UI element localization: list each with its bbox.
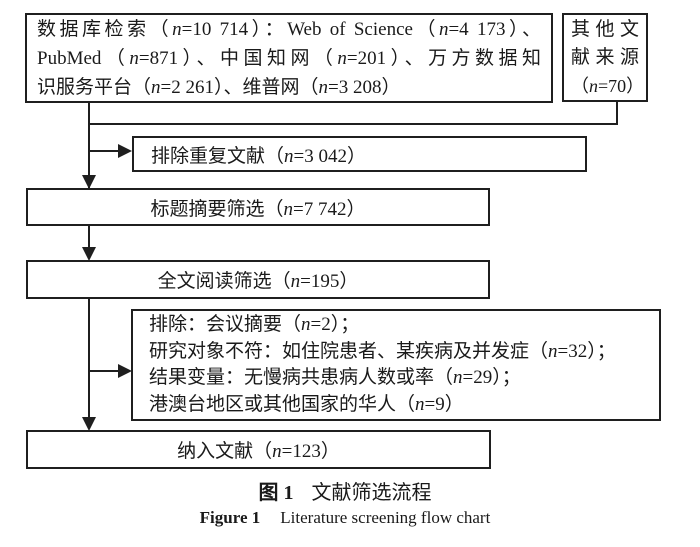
connector-main-vertical-1 xyxy=(88,101,90,188)
database-search-line3: 识服务平台（n=2 261）、维普网（n=3 208） xyxy=(37,76,401,98)
connector-merge-horizontal xyxy=(88,123,618,125)
figure-caption-en: Figure 1 Literature screening flow chart xyxy=(0,508,690,528)
connector-other-sources-drop xyxy=(616,101,618,125)
fulltext-screening-label: 全文阅读筛选（n=195） xyxy=(157,271,359,292)
connector-branch-exclusion xyxy=(89,370,120,372)
arrow-into-included xyxy=(82,417,96,431)
other-sources-line3: （n=70） xyxy=(571,75,645,96)
figure-title-en: Literature screening flow chart xyxy=(280,508,491,527)
duplicates-removed-label: 排除重复文献（n=3 042） xyxy=(151,145,366,167)
figure-number-en: Figure 1 xyxy=(199,508,261,527)
flow-box-included-studies: 纳入文献（n=123） xyxy=(26,430,491,469)
arrow-into-exclusion xyxy=(118,364,132,378)
arrow-into-dedup xyxy=(118,144,132,158)
other-sources-line1: 其他文 xyxy=(571,18,639,40)
title-abstract-label: 标题摘要筛选（n=7 742） xyxy=(150,198,366,220)
flow-box-fulltext-exclusions: 排除：会议摘要（n=2）； 研究对象不符：如住院患者、某疾病及并发症（n=32）… xyxy=(131,309,661,421)
exclusion-line1: 排除：会议摘要（n=2）； xyxy=(149,314,360,335)
figure-number-zh: 图 1 xyxy=(258,482,294,504)
connector-branch-dedup xyxy=(89,150,120,152)
database-search-line1: 数据库检索（n=10 714）：Web of Science（n=4 173）、 xyxy=(37,18,541,40)
flow-box-title-abstract-screening: 标题摘要筛选（n=7 742） xyxy=(26,188,490,226)
flow-box-fulltext-screening: 全文阅读筛选（n=195） xyxy=(26,260,490,299)
flow-box-duplicates-removed: 排除重复文献（n=3 042） xyxy=(132,136,587,172)
arrow-into-title-abstract xyxy=(82,175,96,189)
exclusion-line4: 港澳台地区或其他国家的华人（n=9） xyxy=(149,393,464,415)
exclusion-line3: 结果变量：无慢病共患病人数或率（n=29）； xyxy=(149,367,521,388)
figure-caption-zh: 图 1 文献筛选流程 xyxy=(0,476,690,505)
flow-box-database-search: 数据库检索（n=10 714）：Web of Science（n=4 173）、… xyxy=(25,13,553,103)
exclusion-line2: 研究对象不符：如住院患者、某疾病及并发症（n=32）； xyxy=(149,340,616,362)
connector-vertical-3 xyxy=(88,299,90,418)
connector-vertical-2 xyxy=(88,226,90,248)
flow-box-other-sources: 其他文 献来源 （n=70） xyxy=(562,13,648,102)
other-sources-line2: 献来源 xyxy=(571,46,639,68)
database-search-line2: PubMed（n=871）、中国知网（n=201）、万方数据知 xyxy=(37,47,541,69)
figure-title-zh: 文献筛选流程 xyxy=(311,482,432,504)
included-studies-label: 纳入文献（n=123） xyxy=(177,441,340,462)
arrow-into-fulltext xyxy=(82,247,96,261)
